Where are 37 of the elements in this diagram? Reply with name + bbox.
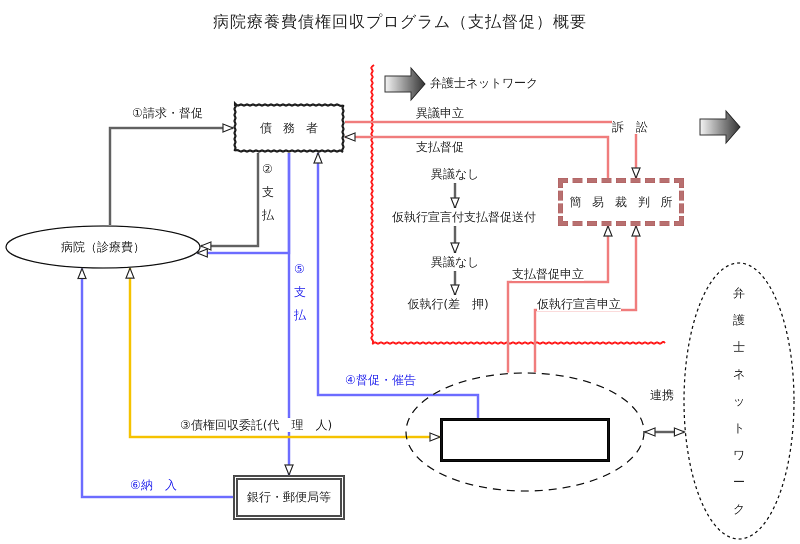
edge-label: 異議申立: [416, 106, 464, 120]
node-label: 銀行・郵便局等: [247, 489, 331, 506]
connector-arrow: [196, 153, 290, 258]
ellipse: [405, 372, 645, 492]
connector-arrow: [450, 226, 460, 254]
connector-arrow: [534, 225, 641, 372]
node-label: 病院（診療費）: [61, 238, 145, 256]
annotation-text: 訴 訟: [612, 120, 648, 134]
dotted-ellipse: [683, 262, 795, 540]
connector-arrow: [77, 268, 233, 498]
connector-arrow: [108, 123, 234, 226]
edge-label: ①請求・督促: [132, 106, 203, 120]
ellipse-node: [5, 225, 201, 269]
double-border-box: [233, 475, 345, 520]
connector-arrow: [644, 427, 685, 437]
box: [440, 418, 610, 462]
edge-label: ⑥納 入: [130, 478, 177, 492]
node-label: 債務者: [260, 120, 329, 136]
connector-arrow: [313, 152, 480, 418]
connector-arrow: [125, 268, 441, 442]
connector-arrow: [200, 153, 260, 251]
node-label: 弁護士ネットワーク: [733, 284, 745, 518]
edge-label: ③債権回収委託(代 理 人): [180, 418, 332, 432]
connector-arrow: [344, 132, 610, 178]
legend-text: 弁護士ネットワーク: [430, 76, 538, 90]
edge-label: 支払督促: [416, 140, 464, 154]
connector-arrow: [506, 225, 613, 373]
connector-arrow: [450, 271, 460, 296]
edge-label: 連携: [650, 388, 674, 402]
edge-label: 仮執行宣言申立: [537, 297, 621, 312]
connector-arrow: [345, 120, 641, 179]
dashed-box: [558, 178, 684, 226]
connector-arrow: [450, 183, 460, 209]
edge-label: 支払督促申立: [512, 267, 584, 282]
wavy-box: [233, 103, 345, 153]
edge-label: ④督促・催告: [345, 373, 416, 388]
node-label: 簡易裁判所: [569, 194, 684, 210]
